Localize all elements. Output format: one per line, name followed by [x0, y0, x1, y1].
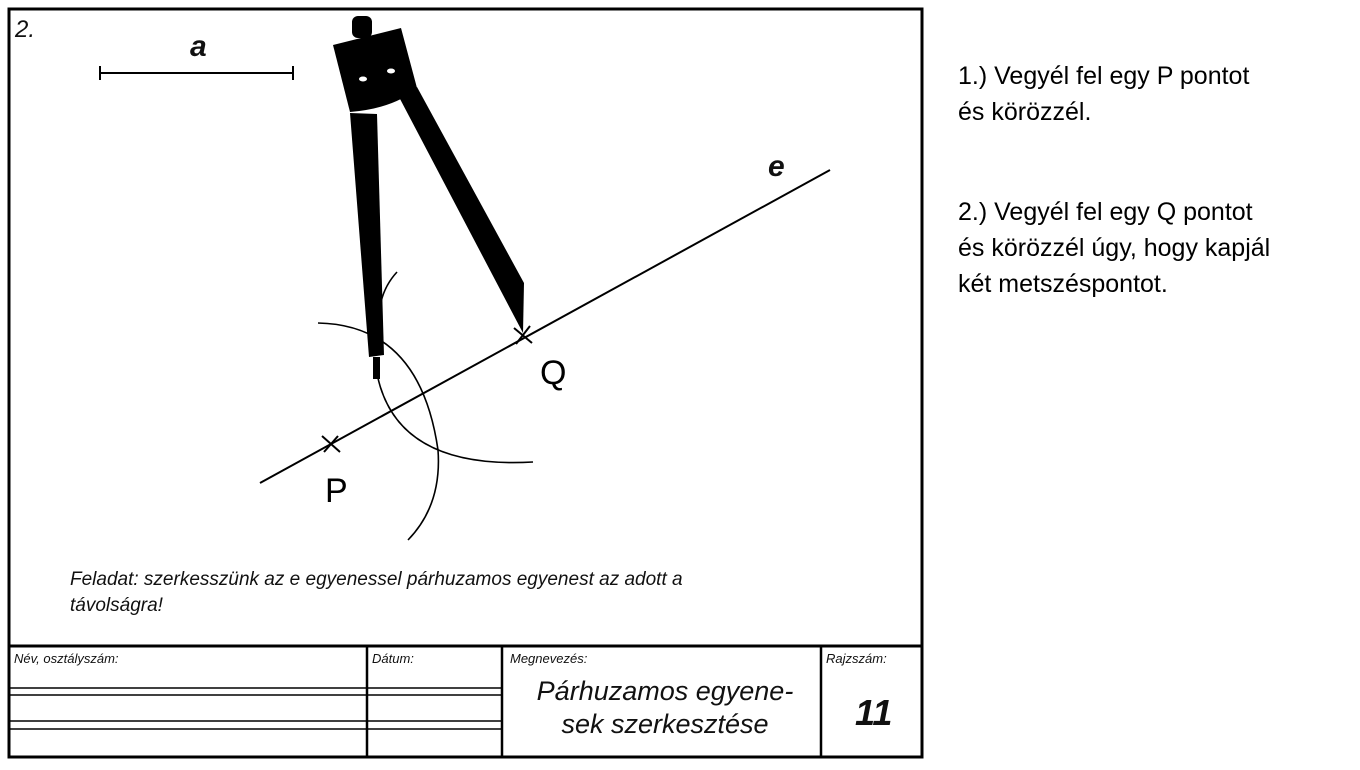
- task-line: távolságra!: [70, 595, 163, 616]
- title-block-lines: [9, 644, 922, 757]
- drawing-no-label: Rajzszám:: [826, 651, 887, 666]
- name-label: Név, osztályszám:: [14, 651, 119, 666]
- worksheet: 2. a e P Q Feladat: szerkesszünk az e eg…: [7, 7, 924, 759]
- line-e: [259, 169, 831, 484]
- instruction-1: 1.) Vegyél fel egy P pontot és körözzél.: [958, 58, 1249, 130]
- compass-arcs: [317, 271, 534, 541]
- segment-a-label: a: [190, 30, 207, 63]
- title-line: sek szerkesztése: [561, 709, 769, 739]
- instruction-2: 2.) Vegyél fel egy Q pontot és körözzél …: [958, 194, 1270, 302]
- sheet-border: [7, 7, 924, 759]
- instruction-line: 1.) Vegyél fel egy P pontot: [958, 62, 1250, 90]
- instruction-line: és körözzél úgy, hogy kapjál: [958, 234, 1271, 262]
- drawing-number: 11: [855, 692, 893, 733]
- point-q-label: Q: [540, 354, 567, 392]
- drawing-title: Párhuzamos egyene- sek szerkesztése: [510, 675, 820, 741]
- task-text: Feladat: szerkesszünk az e egyenessel pá…: [70, 567, 683, 619]
- construction-drawing: [7, 7, 924, 759]
- instruction-line: 2.) Vegyél fel egy Q pontot: [958, 198, 1253, 226]
- point-p-mark: [321, 435, 341, 453]
- task-line: Feladat: szerkesszünk az e egyenessel pá…: [70, 569, 683, 590]
- point-p-label: P: [325, 472, 348, 510]
- instruction-line: és körözzél.: [958, 98, 1092, 126]
- title-line: Párhuzamos egyene-: [536, 676, 794, 706]
- compass-icon: [333, 16, 524, 379]
- title-label: Megnevezés:: [510, 651, 588, 666]
- instruction-line: két metszéspontot.: [958, 270, 1168, 298]
- point-q-mark: [513, 325, 533, 345]
- line-e-label: e: [768, 150, 785, 183]
- exercise-number: 2.: [15, 16, 36, 43]
- segment-a: [99, 66, 294, 80]
- date-label: Dátum:: [372, 651, 414, 666]
